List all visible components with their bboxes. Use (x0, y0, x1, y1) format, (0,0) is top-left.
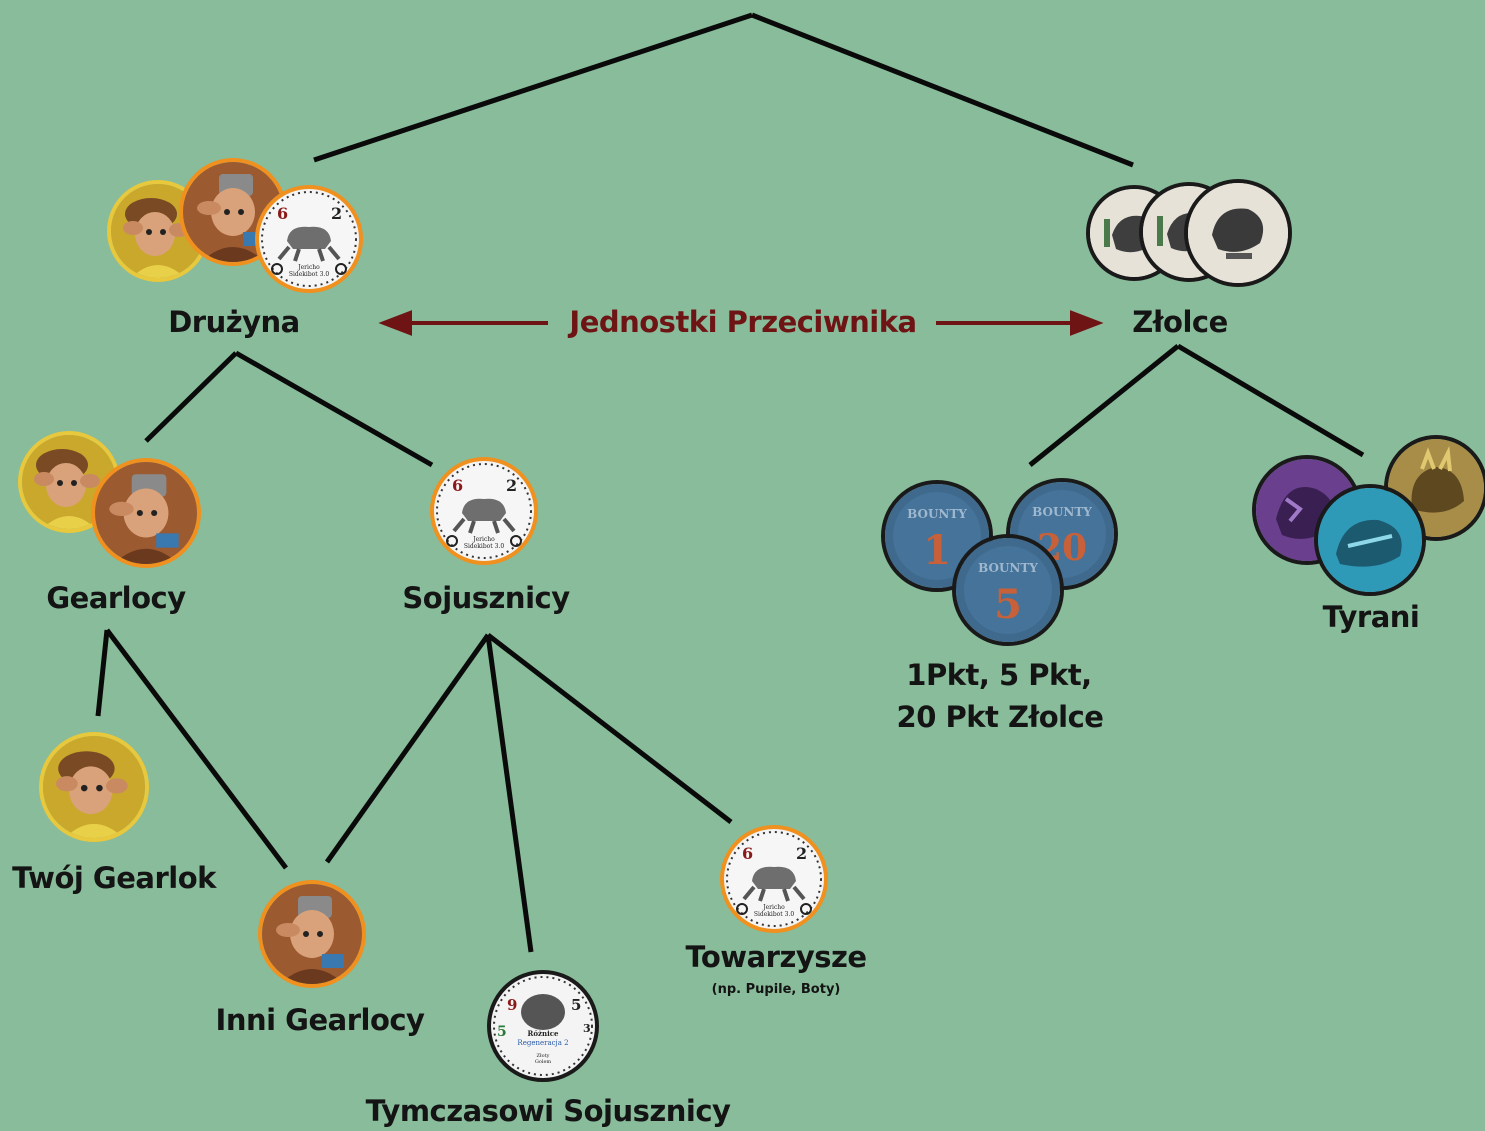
golem-health-value: 9 (507, 996, 517, 1014)
gearlok-portrait-icon (95, 462, 197, 564)
gearlok-portrait-icon (43, 736, 145, 838)
bounty-brand-label: BOUNTY (978, 561, 1038, 575)
golem-side-left-value: 5 (497, 1024, 507, 1040)
bot-name-line1: Jericho (297, 264, 320, 271)
druzyna-label: Drużyna (168, 305, 300, 339)
bounty-coin-icon: BOUNTY 5 (956, 538, 1060, 642)
bot-name-line1: Jericho (762, 904, 785, 911)
sidekibot-icon: 6 2 Jericho Sidekibot 3.0 (726, 831, 822, 927)
villain-icon (1188, 183, 1288, 283)
golem-speed-value: 5 (571, 996, 581, 1014)
bot-speed-value: 2 (506, 476, 517, 495)
center-label: Jednostki Przeciwnika (569, 305, 917, 339)
tyrant-icon (1318, 488, 1422, 592)
bounty-coin-icon: BOUNTY 1 (885, 484, 989, 588)
connector-line (1028, 344, 1180, 467)
bot-name-line2: Sidekibot 3.0 (464, 543, 504, 550)
bot-health-value: 6 (277, 204, 288, 223)
gearlocy-label: Gearlocy (46, 581, 186, 615)
bounty-value: 5 (994, 581, 1022, 628)
bot-health-value: 6 (742, 844, 753, 863)
bounty-brand-label: BOUNTY (1032, 505, 1092, 519)
tymczasowi-sojusznicy-label: Tymczasowi Sojusznicy (365, 1094, 731, 1128)
sojusznicy-label: Sojusznicy (402, 581, 570, 615)
tyrant-cyan-token (1314, 484, 1426, 596)
bot-token: 6 2 Jericho Sidekibot 3.0 (720, 825, 828, 933)
tyrani-label: Tyrani (1322, 600, 1420, 634)
bounty-token-1: BOUNTY 1 (881, 480, 993, 592)
golem-ability: Regeneracja 2 (517, 1039, 568, 1047)
bot-token: 6 2 Jericho Sidekibot 3.0 (255, 185, 363, 293)
bot-speed-value: 2 (796, 844, 807, 863)
gearlok-yellow-token (39, 732, 149, 842)
gearlok-orange-token (258, 880, 366, 988)
connector-line (144, 351, 238, 443)
connector-line (1176, 343, 1365, 458)
golem-name-line1: Złoty (537, 1053, 550, 1059)
golem-icon: 9 5 5 3 Różnice Regeneracja 2 Złoty Gole… (493, 976, 593, 1076)
twoj-gearlok-label: Twój Gearlok (12, 861, 216, 895)
zlolce-label: Złolce (1132, 305, 1228, 339)
bounty-label-line1: 1Pkt, 5 Pkt, (906, 658, 1092, 692)
golem-title: Różnice (528, 1029, 559, 1038)
connector-line (234, 350, 434, 468)
bot-health-value: 6 (452, 476, 463, 495)
sidekibot-icon: 6 2 Jericho Sidekibot 3.0 (261, 191, 357, 287)
connector-line (486, 633, 733, 824)
tyrant-gold-token (1384, 435, 1485, 541)
gearlok-orange-token (91, 458, 201, 568)
bounty-label-line2: 20 Pkt Złolce (896, 700, 1104, 734)
bounty-token-5: BOUNTY 5 (952, 534, 1064, 646)
bot-name-line1: Jericho (472, 536, 495, 543)
connector-line (485, 634, 534, 953)
bot-speed-value: 2 (331, 204, 342, 223)
connector-line (324, 633, 491, 864)
golem-name-line2: Golem (535, 1059, 552, 1065)
bounty-value: 1 (923, 527, 951, 574)
connector-line (751, 12, 1134, 168)
sidekibot-icon: 6 2 Jericho Sidekibot 3.0 (436, 463, 532, 559)
connector-line (313, 12, 753, 163)
bot-token: 6 2 Jericho Sidekibot 3.0 (430, 457, 538, 565)
gearlok-portrait-icon (262, 884, 362, 984)
connector-line (105, 628, 288, 870)
towarzysze-note: (np. Pupile, Boty) (711, 982, 841, 997)
bot-name-line2: Sidekibot 3.0 (289, 271, 329, 278)
bot-name-line2: Sidekibot 3.0 (754, 911, 794, 918)
tyrant-icon (1388, 439, 1484, 537)
golem-token: 9 5 5 3 Różnice Regeneracja 2 Złoty Gole… (487, 970, 599, 1082)
golem-side-right-value: 3 (583, 1022, 591, 1035)
connector-line (95, 629, 110, 717)
inni-gearlocy-label: Inni Gearlocy (215, 1003, 425, 1037)
bounty-brand-label: BOUNTY (907, 507, 967, 521)
towarzysze-label: Towarzysze (685, 940, 867, 974)
arrow-right-head (1070, 310, 1104, 336)
villain-token (1184, 179, 1292, 287)
arrow-left-head (378, 310, 412, 336)
